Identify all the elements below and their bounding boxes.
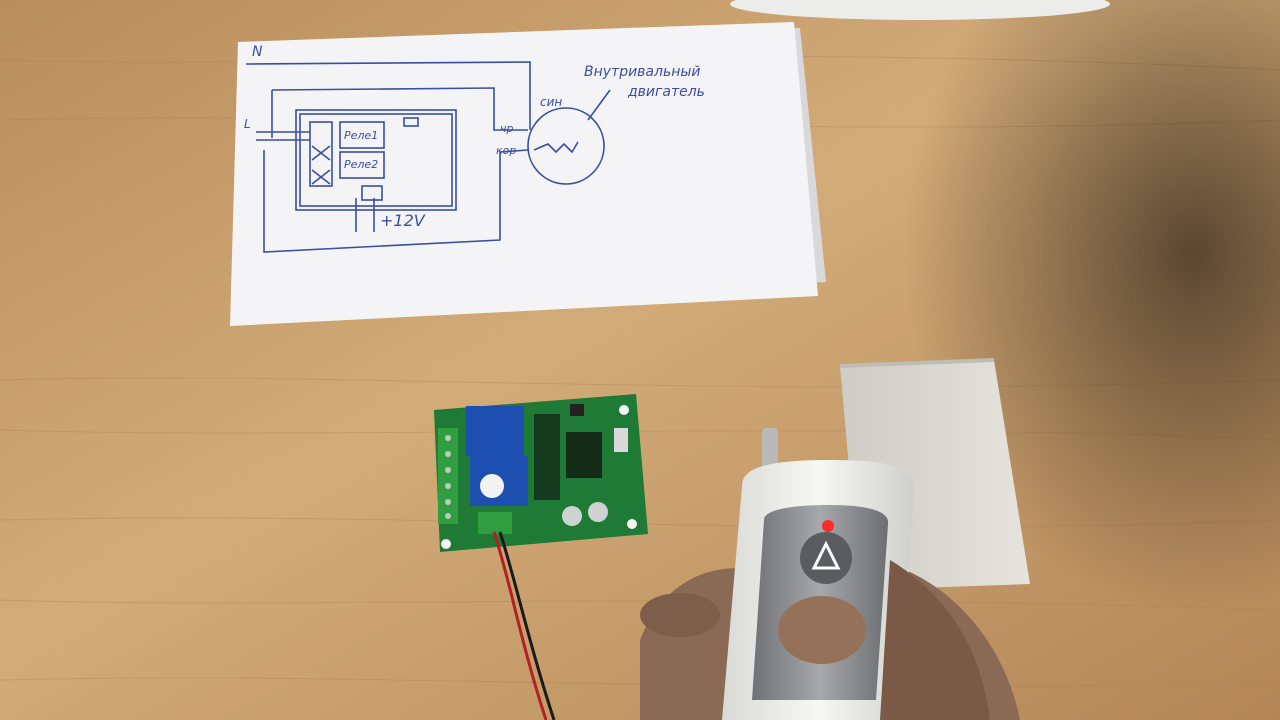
- paper-sheet: [230, 22, 818, 326]
- sketch-label-n: N: [252, 44, 263, 60]
- up-triangle-icon: [811, 540, 841, 570]
- remote-up-button[interactable]: [800, 532, 852, 584]
- thumb: [778, 596, 866, 664]
- wiring-sketch: [245, 61, 611, 253]
- sketch-wire-chr: чр: [500, 122, 513, 135]
- white-object-top: [730, 0, 1110, 20]
- relay-board: [434, 394, 648, 552]
- relay-1: [466, 406, 524, 456]
- sketch-relay2: Реле2: [344, 158, 378, 171]
- sketch-wire-kor: кор: [496, 144, 516, 157]
- sketch-wire-sin: син: [540, 95, 562, 109]
- fingers: [880, 560, 990, 720]
- sketch-power: +12V: [380, 211, 426, 230]
- sketch-label-l: L: [244, 117, 251, 131]
- sketch-relay1: Реле1: [344, 129, 378, 142]
- sketch-motor-title-2: двигатель: [627, 84, 705, 100]
- sketch-motor-title-1: Внутривальный: [584, 64, 701, 80]
- remote-led: [822, 520, 834, 532]
- wire-black: [498, 531, 556, 720]
- wire-red: [492, 531, 548, 720]
